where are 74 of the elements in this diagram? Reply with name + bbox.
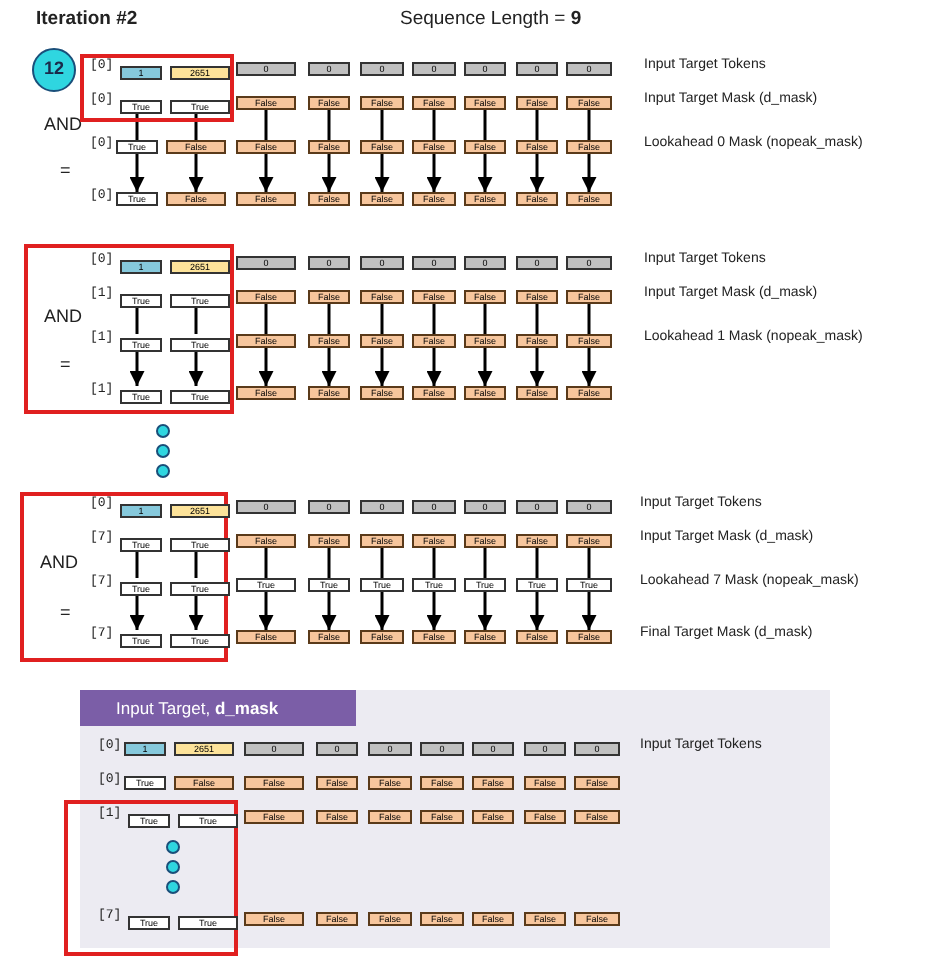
connector-line [535,548,539,578]
operator-label: = [60,354,71,374]
arrow [321,592,337,630]
operator-label: AND [44,306,83,326]
operator-label: = [60,602,71,622]
connector-line [380,548,384,578]
connector-line [432,110,436,140]
operator-label: AND [40,552,79,572]
panel-header: Input Target, d_mask [80,690,356,726]
arrow [188,592,204,630]
arrow [374,348,390,386]
diagram-title: Iteration #2 [36,8,138,30]
connector-line [432,548,436,578]
connector-line [587,304,591,334]
connector-line [587,110,591,140]
connector-line [194,548,198,578]
arrow [129,592,145,630]
arrow [477,154,493,192]
operator-label: AND [44,114,83,134]
arrow [529,348,545,386]
connector-line [135,304,139,334]
arrow [529,592,545,630]
ellipsis-dot [156,424,170,438]
connector-line [535,110,539,140]
connector-line [483,548,487,578]
ellipsis-dot [166,840,180,854]
operator-label: = [60,160,71,180]
ellipsis-dot [166,880,180,894]
connector-line [483,110,487,140]
connector-line [327,548,331,578]
step-number-badge: 12 [32,48,76,92]
arrow [129,154,145,192]
arrow [129,348,145,386]
connector-line [327,304,331,334]
ellipsis-dot [156,444,170,458]
arrow [426,348,442,386]
connector-line [535,304,539,334]
arrow [477,592,493,630]
connector-line [432,304,436,334]
connector-line [327,110,331,140]
arrow [581,348,597,386]
sequence-length-label: Sequence Length = 9 [400,8,582,30]
connector-line [483,304,487,334]
ellipsis-dot [166,860,180,874]
arrow [581,154,597,192]
arrow [426,592,442,630]
connector-line [135,110,139,140]
arrow [581,592,597,630]
connector-line [264,110,268,140]
arrow [321,154,337,192]
arrow [258,154,274,192]
arrow [374,592,390,630]
arrow [529,154,545,192]
arrow [188,348,204,386]
highlight-frame [80,54,234,122]
arrow [374,154,390,192]
arrow [258,592,274,630]
highlight-frame [20,492,228,662]
highlight-frame [24,244,234,414]
arrow [188,154,204,192]
arrow [258,348,274,386]
connector-line [135,548,139,578]
connector-line [194,304,198,334]
ellipsis-dot [156,464,170,478]
connector-line [587,548,591,578]
highlight-frame [64,800,238,956]
connector-line [264,304,268,334]
arrow [321,348,337,386]
connector-line [194,110,198,140]
arrow [426,154,442,192]
arrow [477,348,493,386]
connector-line [380,304,384,334]
connector-line [264,548,268,578]
connector-line [380,110,384,140]
